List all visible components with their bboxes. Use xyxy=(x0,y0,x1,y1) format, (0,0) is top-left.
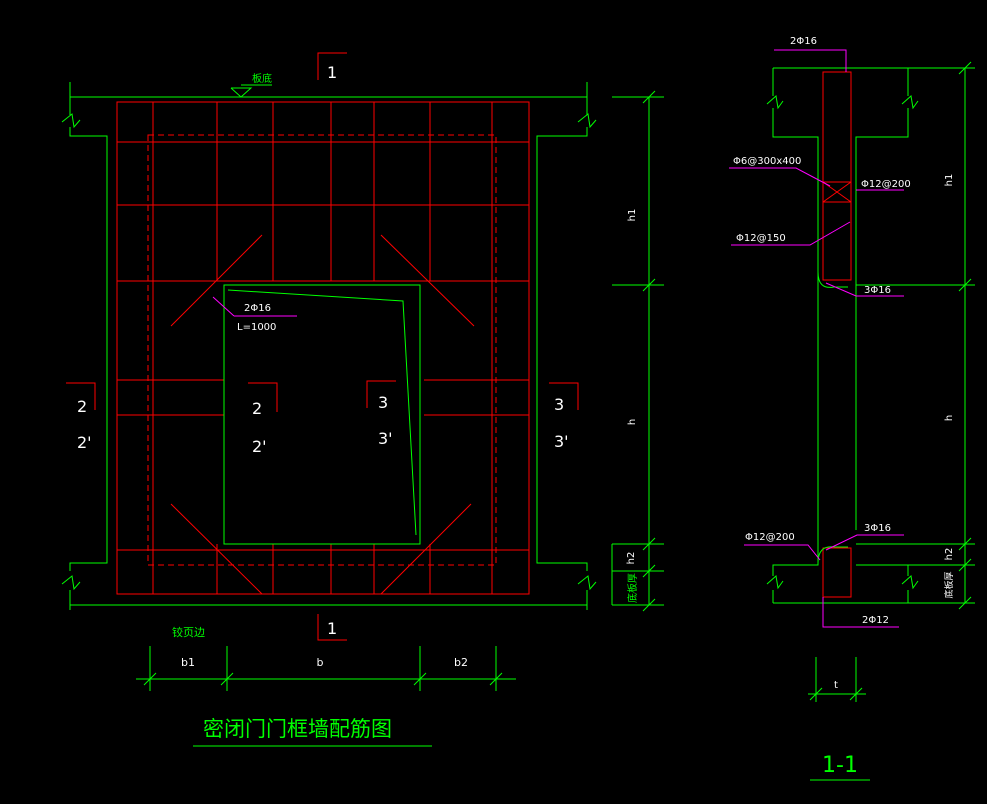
section-marker-3-right: 3 3' xyxy=(549,382,579,451)
svg-text:h1: h1 xyxy=(627,209,638,222)
label-bar-mid: 3Φ16 xyxy=(864,285,891,296)
label-stirrup: Φ6@300x400 xyxy=(733,156,801,167)
rebar-leader xyxy=(212,296,235,317)
frame-dashed-outline xyxy=(147,134,497,566)
svg-text:b2: b2 xyxy=(454,656,468,669)
rebar-grid xyxy=(116,101,530,595)
vertical-dimension-chain: h1 h h2 底板厚 xyxy=(611,90,664,612)
svg-text:2': 2' xyxy=(252,437,267,456)
svg-text:h: h xyxy=(944,415,955,421)
elevation-view: 2Φ16 L=1000 1 1 2 2' 2 2' 3 3' 3 xyxy=(61,52,664,747)
svg-text:2': 2' xyxy=(77,433,92,452)
slab-bottom-note: 板底 xyxy=(252,72,272,85)
svg-text:h1: h1 xyxy=(944,174,955,187)
svg-text:h: h xyxy=(627,419,638,425)
section-rebar xyxy=(817,71,852,598)
section-vertical-dimension: h1 h h2 底板厚 xyxy=(856,61,975,610)
label-bottom-bar: 2Φ12 xyxy=(862,615,889,626)
label-horizontal: Φ12@150 xyxy=(736,233,786,244)
svg-text:3: 3 xyxy=(554,395,564,414)
section-outline xyxy=(766,67,919,604)
rebar-length: L=1000 xyxy=(237,322,276,333)
section-marker-3-inner: 3 3' xyxy=(366,380,396,448)
section-leaders xyxy=(729,49,904,628)
elevation-title: 密闭门门框墙配筋图 xyxy=(203,717,392,741)
section-title: 1-1 xyxy=(822,753,858,778)
door-opening xyxy=(223,284,421,545)
rebar-label: 2Φ16 xyxy=(244,303,271,314)
svg-text:h2: h2 xyxy=(944,548,955,561)
svg-text:2: 2 xyxy=(252,399,262,418)
label-bar-low: 3Φ16 xyxy=(864,523,891,534)
section-1-1-view: 2Φ16 Φ6@300x400 Φ12@200 Φ12@150 3Φ16 3Φ1… xyxy=(729,36,975,781)
horizontal-dimension-chain: b1 b b2 xyxy=(136,646,516,691)
svg-text:b: b xyxy=(317,656,324,669)
wall-outline xyxy=(61,82,597,610)
label-top-bar: 2Φ16 xyxy=(790,36,817,47)
svg-text:h2: h2 xyxy=(626,552,637,565)
svg-text:3': 3' xyxy=(554,432,569,451)
section-marker-2-inner: 2 2' xyxy=(248,382,278,456)
svg-text:1: 1 xyxy=(327,63,337,82)
svg-text:t: t xyxy=(834,680,838,691)
section-marker-1-top: 1 xyxy=(317,52,347,82)
section-marker-1-bottom: 1 xyxy=(317,614,347,641)
label-mesh-bottom: Φ12@200 xyxy=(745,532,795,543)
label-mesh-top: Φ12@200 xyxy=(861,179,911,190)
svg-text:3': 3' xyxy=(378,429,393,448)
section-marker-2-left: 2 2' xyxy=(66,382,96,452)
hinge-side-label: 铰页边 xyxy=(172,625,205,639)
svg-text:1: 1 xyxy=(327,619,337,638)
svg-text:底板厚: 底板厚 xyxy=(943,571,955,598)
svg-text:2: 2 xyxy=(77,397,87,416)
svg-text:底板厚: 底板厚 xyxy=(626,573,639,603)
thickness-dimension: t xyxy=(808,657,866,702)
svg-text:3: 3 xyxy=(378,393,388,412)
svg-text:b1: b1 xyxy=(181,656,195,669)
